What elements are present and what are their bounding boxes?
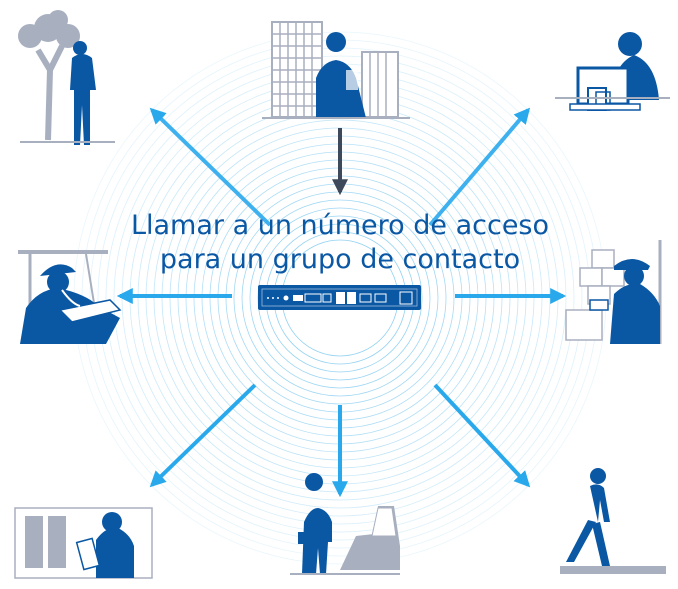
person-at-desk-icon (14, 507, 153, 579)
ring (241, 199, 439, 397)
person-by-car-icon (290, 473, 400, 575)
worker-on-phone-icon (18, 250, 122, 344)
ring (97, 55, 583, 541)
arrow-up-left (149, 107, 272, 227)
title-line-1: Llamar a un número de acceso (131, 210, 549, 241)
warehouse-worker-icon (565, 240, 662, 344)
arrow-down-right (433, 383, 531, 488)
ring (249, 207, 431, 389)
title-line-2: para un grupo de contacto (160, 244, 520, 275)
phone-system-device-icon (258, 285, 421, 310)
arrow-down-left (149, 383, 257, 488)
person-office-building-icon (262, 21, 410, 119)
person-by-tree-icon (18, 10, 115, 145)
arrows (116, 107, 567, 498)
person-at-computer-icon (555, 32, 670, 111)
walking-person-icon (560, 468, 666, 574)
arrow-up-right (428, 107, 531, 227)
